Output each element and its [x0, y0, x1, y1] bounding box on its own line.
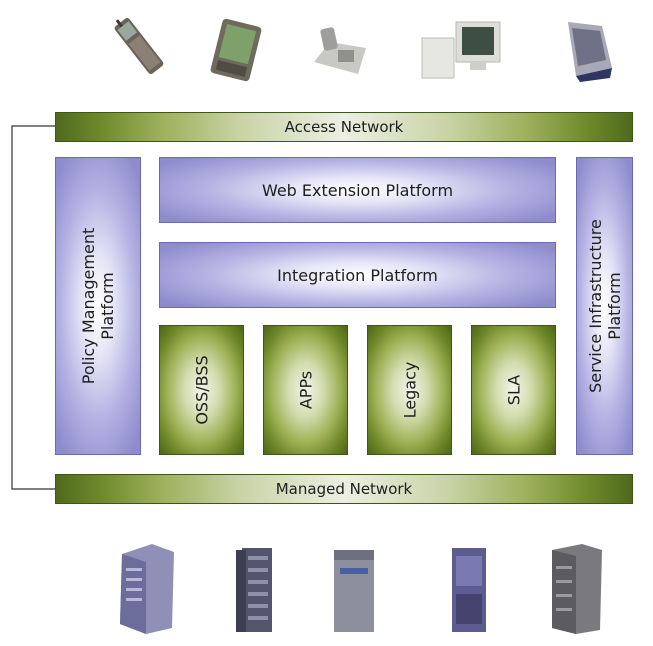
- policy-management-label-line2: Platform: [98, 272, 117, 340]
- module-oss-bss: OSS/BSS: [159, 325, 244, 455]
- mobile-phone-icon: [114, 18, 164, 74]
- server-tower-icon: [236, 548, 272, 632]
- server-tower-icon: [452, 548, 486, 632]
- web-extension-platform: Web Extension Platform: [159, 157, 556, 223]
- policy-management-platform: Policy Management Platform: [55, 157, 141, 455]
- access-network-label: Access Network: [284, 118, 404, 136]
- web-extension-label: Web Extension Platform: [261, 180, 454, 200]
- pda-icon: [210, 18, 262, 82]
- service-infrastructure-label-line1: Service Infrastructure: [585, 219, 605, 393]
- service-infrastructure-platform: Service Infrastructure Platform: [576, 157, 633, 455]
- module-apps: APPs: [263, 325, 348, 455]
- server-tower-icon: [334, 550, 374, 632]
- server-tower-icon: [120, 544, 174, 634]
- desktop-computer-icon: [421, 21, 501, 79]
- managed-network-bar: Managed Network: [55, 474, 633, 504]
- managed-network-label: Managed Network: [275, 480, 413, 498]
- integration-platform: Integration Platform: [159, 242, 556, 308]
- service-infrastructure-label-line2: Platform: [604, 272, 624, 340]
- integration-label: Integration Platform: [277, 265, 438, 285]
- module-sla: SLA: [471, 325, 556, 455]
- module-label: OSS/BSS: [192, 355, 211, 425]
- access-network-bar: Access Network: [55, 112, 633, 142]
- server-tower-icon: [552, 544, 602, 634]
- module-label: Legacy: [400, 361, 419, 419]
- desk-phone-icon: [314, 27, 366, 74]
- module-label: APPs: [296, 370, 315, 410]
- module-legacy: Legacy: [367, 325, 452, 455]
- imac-icon: [568, 22, 612, 82]
- module-label: SLA: [504, 374, 523, 406]
- policy-management-label-line1: Policy Management: [79, 227, 98, 385]
